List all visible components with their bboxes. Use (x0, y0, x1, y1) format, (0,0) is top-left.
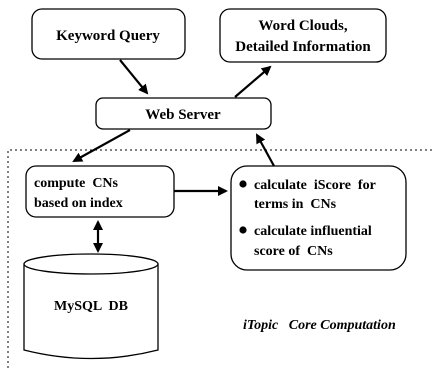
calc-item-2-line2: score of CNs (254, 244, 333, 259)
compute-cns-label-line2: based on index (34, 196, 123, 211)
keyword-query-label: Keyword Query (56, 28, 160, 44)
calc-item-1-line1: calculate iScore for (254, 178, 376, 193)
keyword-query-node: Keyword Query (31, 8, 186, 60)
edge-server-to-compute (72, 129, 131, 162)
compute-cns-node: compute CNs based on index (25, 165, 175, 218)
bullet-icon (239, 180, 247, 188)
web-server-node: Web Server (95, 97, 272, 130)
core-computation-boundary (7, 149, 432, 368)
core-computation-label: iTopic Core Computation (243, 318, 396, 333)
web-server-label: Web Server (145, 107, 221, 123)
word-clouds-node: Word Clouds, Detailed Information (219, 8, 387, 63)
mysql-db-node: MySQL DB (23, 253, 159, 360)
word-clouds-label-line1: Word Clouds, (258, 18, 347, 34)
compute-cns-label-line1: compute CNs (34, 176, 119, 191)
calc-item-1-line2: terms in CNs (254, 197, 337, 212)
calculate-scores-node: calculate iScore for terms in CNs calcul… (230, 165, 407, 271)
calc-item-2-line1: calculate influential (254, 224, 372, 239)
word-clouds-label-line2: Detailed Information (235, 39, 371, 55)
edge-server-to-wordclouds (234, 65, 272, 98)
database-cylinder-icon (23, 264, 159, 360)
mysql-db-label: MySQL DB (54, 299, 128, 314)
edge-calc-to-server (256, 133, 275, 167)
edge-query-to-server (119, 59, 149, 95)
bullet-icon (239, 226, 247, 234)
